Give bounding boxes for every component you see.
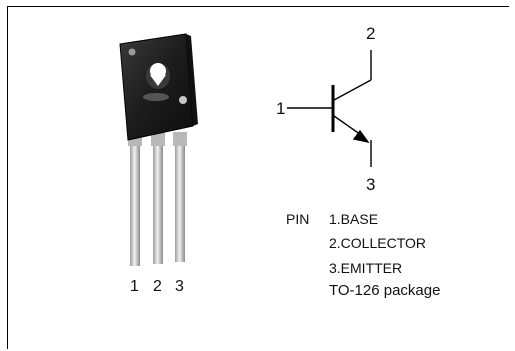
- package-type-label: TO-126 package: [329, 282, 441, 299]
- pin-list-item-base: 1.BASE: [329, 211, 379, 227]
- package-dimple: [143, 93, 169, 101]
- package-dot-mark: [179, 96, 187, 104]
- lead-1: [130, 140, 140, 266]
- package-dot-mark: [128, 48, 136, 56]
- transistor-package-photo: [119, 33, 198, 266]
- pin-list-item-collector: 2.COLLECTOR: [329, 235, 426, 251]
- lead-2: [153, 140, 163, 264]
- pin-list-item-emitter: 3.EMITTER: [329, 260, 403, 276]
- schematic-pin-base-label: 1: [276, 99, 286, 118]
- mounting-hole-icon: [146, 63, 170, 89]
- schematic-pin-collector-label: 2: [366, 24, 376, 43]
- schematic-pin-emitter-label: 3: [366, 175, 376, 194]
- pin-list-header: PIN: [286, 211, 310, 227]
- datasheet-frame: [7, 6, 509, 349]
- lead-3: [175, 140, 185, 262]
- emitter-arrow-icon: [352, 129, 370, 144]
- collector-line: [333, 79, 372, 101]
- npn-transistor-symbol: [287, 50, 372, 167]
- lead-label-3: 3: [175, 278, 184, 295]
- lead-label-1: 1: [130, 278, 139, 295]
- lead-label-2: 2: [153, 278, 162, 295]
- package-leads: [128, 132, 187, 266]
